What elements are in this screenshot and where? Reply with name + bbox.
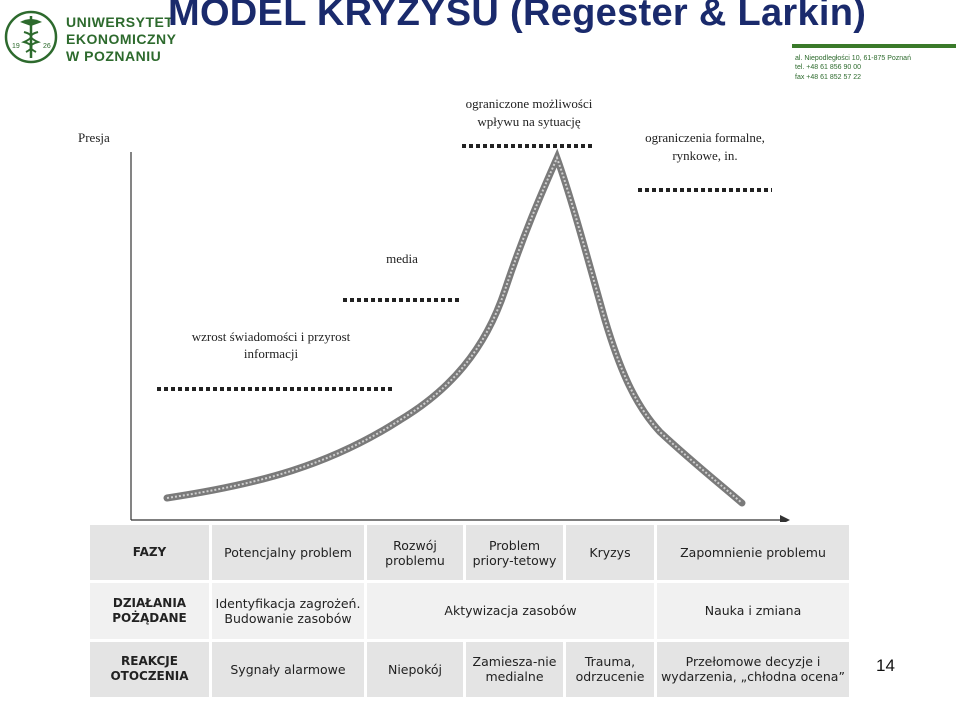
- awareness-label-line-1: wzrost świadomości i przyrost: [192, 329, 351, 344]
- limited-influence-label-line-2: wpływu na sytuację: [477, 114, 580, 129]
- table-cell: Rozwój problemu: [364, 521, 466, 584]
- logo-line-1: UNIWERSYTET: [66, 14, 174, 30]
- x-axis-arrow-icon: [780, 515, 790, 525]
- row-header-desired-actions: DZIAŁANIA POŻĄDANE: [87, 580, 212, 642]
- table-cell: Zapomnienie problemu: [654, 521, 852, 584]
- logo-year-left: 19: [12, 43, 20, 50]
- formal-limits-label-line-2: rynkowe, in.: [672, 148, 737, 163]
- row-header-environment-reactions: REAKCJE OTOCZENIA: [87, 638, 212, 701]
- table-cell: Niepokój: [364, 638, 466, 701]
- row-header-phases: FAZY: [87, 521, 212, 584]
- table-row: FAZY Potencjalny problem Rozwój problemu…: [87, 521, 852, 584]
- address-block: al. Niepodległości 10, 61-875 Poznań tel…: [795, 54, 911, 82]
- table-row: REAKCJE OTOCZENIA Sygnały alarmowe Niepo…: [87, 638, 852, 701]
- address-line: al. Niepodległości 10, 61-875 Poznań: [795, 55, 911, 62]
- table-cell: Nauka i zmiana: [654, 580, 852, 642]
- crisis-curve-hatching: [166, 155, 743, 504]
- table-row: DZIAŁANIA POŻĄDANE Identyfikacja zagroże…: [87, 580, 852, 642]
- table-cell: Potencjalny problem: [209, 521, 367, 584]
- awareness-label-line-2: informacji: [244, 346, 299, 361]
- logo-year-right: 26: [43, 43, 51, 50]
- logo-line-3: W POZNANIU: [66, 48, 162, 64]
- formal-limits-label-line-1: ograniczenia formalne,: [645, 130, 765, 145]
- table-cell: Problem priory-tetowy: [463, 521, 566, 584]
- media-label: media: [386, 251, 418, 266]
- header-divider: [792, 44, 956, 48]
- logo-wordmark: UNIWERSYTET EKONOMICZNY W POZNANIU: [66, 14, 177, 65]
- table-cell: Trauma, odrzucenie: [563, 638, 657, 701]
- phone-line: tel. +48 61 856 90 00: [795, 64, 861, 72]
- page-number: 14: [876, 656, 895, 675]
- fax-line: fax +48 61 852 57 22: [795, 73, 861, 81]
- caduceus-emblem-icon: 19 26: [4, 10, 58, 64]
- table-cell: Aktywizacja zasobów: [364, 580, 657, 642]
- table-cell: Sygnały alarmowe: [209, 638, 367, 701]
- limited-influence-label-line-1: ograniczone możliwości: [466, 96, 593, 111]
- table-cell: Przełomowe decyzje i wydarzenia, „chłodn…: [654, 638, 852, 701]
- table-cell: Identyfikacja zagrożeń. Budowanie zasobó…: [209, 580, 367, 642]
- y-axis-label: Presja: [78, 130, 110, 145]
- table-cell: Zamiesza-nie medialne: [463, 638, 566, 701]
- logo-line-2: EKONOMICZNY: [66, 31, 177, 47]
- slide-title: MODEL KRYZYSU (Regester & Larkin): [168, 0, 867, 34]
- phases-table: FAZY Potencjalny problem Rozwój problemu…: [87, 521, 852, 701]
- table-cell: Kryzys: [563, 521, 657, 584]
- university-logo: 19 26 UNIWERSYTET EKONOMICZNY W POZNANIU: [4, 6, 176, 72]
